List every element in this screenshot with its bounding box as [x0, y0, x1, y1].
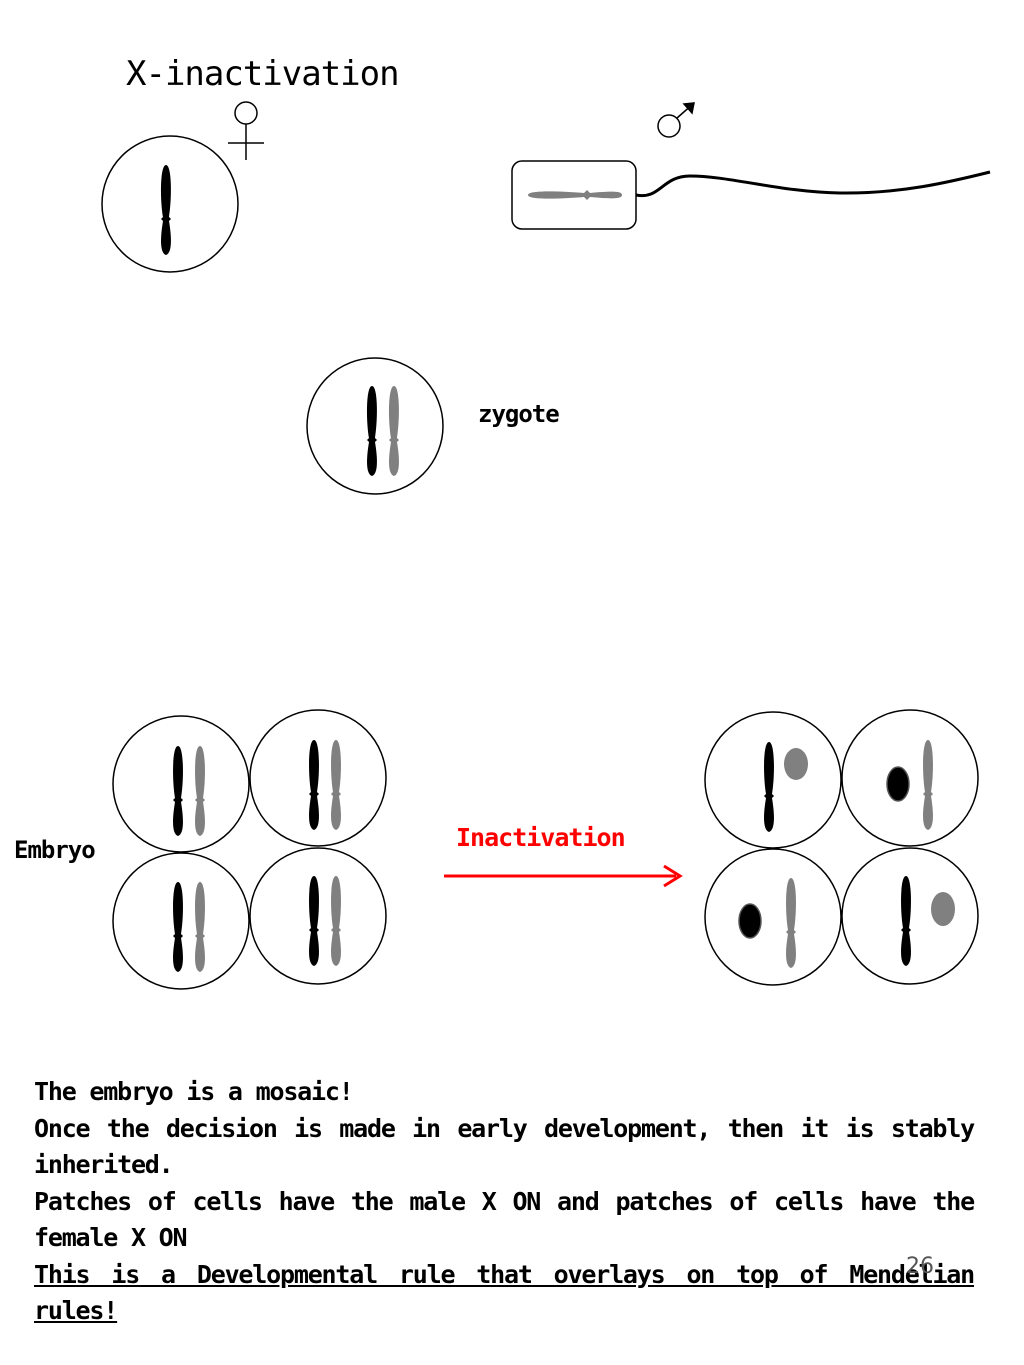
- text-line: The embryo is a mosaic!: [34, 1077, 354, 1106]
- explanation-text: The embryo is a mosaic! Once the decisio…: [34, 1074, 975, 1330]
- barr-body: [738, 903, 762, 939]
- embryo-label: Embryo: [14, 836, 96, 864]
- egg-cell: [101, 135, 239, 273]
- embryo-cell-maternal-inactive: [704, 848, 842, 986]
- inactivation-arrow: [444, 864, 683, 888]
- embryo-cell-maternal-inactive: [841, 709, 979, 847]
- sperm-tail: [635, 170, 991, 198]
- text-line: Once the decision is made in early devel…: [34, 1113, 975, 1180]
- embryo-cell: [249, 709, 387, 847]
- barr-body: [784, 748, 808, 780]
- embryo-cell: [249, 847, 387, 985]
- zygote-cell: [306, 357, 444, 495]
- sperm-cell: [511, 160, 991, 230]
- page-number: 26: [906, 1254, 934, 1279]
- barr-body: [931, 892, 955, 926]
- embryo-cell-paternal-inactive: [841, 847, 979, 985]
- embryo-before: [112, 709, 387, 990]
- inactivation-label: Inactivation: [456, 823, 626, 852]
- text-line: Patches of cells have the male X ON and …: [34, 1186, 975, 1253]
- zygote-label: zygote: [478, 400, 560, 428]
- text-line-underlined: This is a Developmental rule that overla…: [34, 1259, 975, 1326]
- paternal-x-chromosome: [528, 190, 622, 200]
- barr-body: [886, 766, 910, 802]
- embryo-cell: [112, 852, 250, 990]
- embryo-cell-paternal-inactive: [704, 711, 842, 849]
- embryo-after: [704, 709, 979, 986]
- page-title: X-inactivation: [126, 54, 400, 94]
- maternal-x-chromosome: [161, 165, 171, 255]
- male-symbol-icon: [657, 102, 695, 138]
- embryo-cell: [112, 715, 250, 853]
- female-symbol-icon: [228, 101, 264, 160]
